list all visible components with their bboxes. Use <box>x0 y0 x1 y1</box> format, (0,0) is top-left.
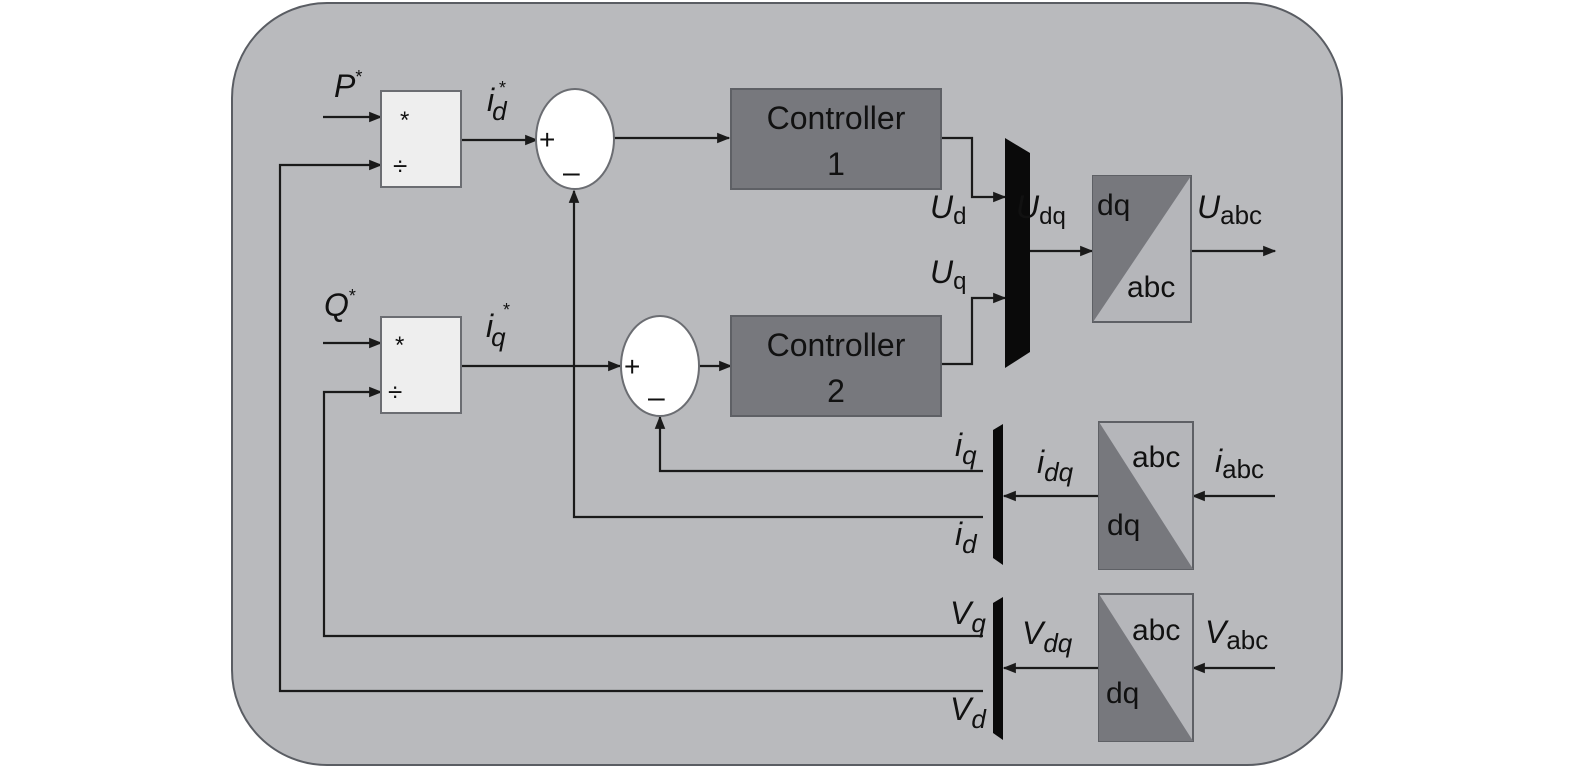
wire-vd-feedback <box>278 159 983 693</box>
transform-bottom-label: abc <box>1127 271 1175 304</box>
sum-block-d[interactable]: + – <box>535 88 615 190</box>
p-ref-label: P* <box>334 67 362 104</box>
abc-to-dq-transform-voltage[interactable]: abc dq <box>1098 593 1194 742</box>
ud-label: Ud <box>930 189 966 230</box>
id-ref-star: * <box>499 78 506 98</box>
iq-ref-star: * <box>503 300 510 320</box>
wire-uq <box>941 292 1007 366</box>
sum-block-q[interactable]: + – <box>620 315 700 417</box>
idq-label: idq <box>1037 444 1074 487</box>
abc-to-dq-transform-current[interactable]: abc dq <box>1098 421 1194 570</box>
demux-voltage-block[interactable] <box>993 597 1003 740</box>
udq-label: Udq <box>1016 189 1066 230</box>
demux-current-block[interactable] <box>993 424 1003 565</box>
uabc-label: Uabc <box>1197 189 1262 230</box>
uq-label: Uq <box>930 254 966 295</box>
plus-sign: + <box>539 124 555 155</box>
controller-2-number: 2 <box>827 373 845 409</box>
transform-top-label: abc <box>1132 614 1180 647</box>
controller-1-title: Controller <box>767 100 906 136</box>
id-ref-label: id <box>487 82 508 126</box>
iabc-label: iabc <box>1215 443 1264 484</box>
plus-sign: + <box>624 351 640 382</box>
controller-2-title: Controller <box>767 327 906 363</box>
vdq-label: Vdq <box>1022 615 1073 658</box>
vd-label: Vd <box>950 691 987 734</box>
controller-1-number: 1 <box>827 146 845 182</box>
vabc-label: Vabc <box>1205 614 1268 655</box>
divide-sign: ÷ <box>393 151 407 181</box>
controller-1-block[interactable]: Controller 1 <box>730 88 942 190</box>
controller-2-block[interactable]: Controller 2 <box>730 315 942 417</box>
mux-block[interactable] <box>1005 138 1030 368</box>
product-divide-block-q[interactable]: * ÷ <box>380 316 462 414</box>
dq-to-abc-transform[interactable]: dq abc <box>1092 175 1192 323</box>
wire-iq-feedback <box>654 415 983 473</box>
wire-ud <box>941 136 1007 203</box>
multiply-sign: * <box>400 107 409 134</box>
transform-bottom-label: dq <box>1107 509 1140 542</box>
minus-sign: – <box>648 381 665 414</box>
iq-label: iq <box>955 427 977 470</box>
q-ref-label: Q* <box>324 286 356 323</box>
iq-ref-label: iq <box>486 308 506 352</box>
transform-bottom-label: dq <box>1106 677 1139 710</box>
product-divide-block-p[interactable]: * ÷ <box>380 90 462 188</box>
wire-id-feedback <box>568 189 983 519</box>
id-label: id <box>955 516 978 559</box>
transform-top-label: dq <box>1097 189 1130 222</box>
transform-top-label: abc <box>1132 441 1180 474</box>
wire-vq-feedback <box>322 386 983 638</box>
minus-sign: – <box>563 156 580 189</box>
vq-label: Vq <box>950 595 986 638</box>
divide-sign: ÷ <box>388 377 402 407</box>
multiply-sign: * <box>395 332 404 359</box>
